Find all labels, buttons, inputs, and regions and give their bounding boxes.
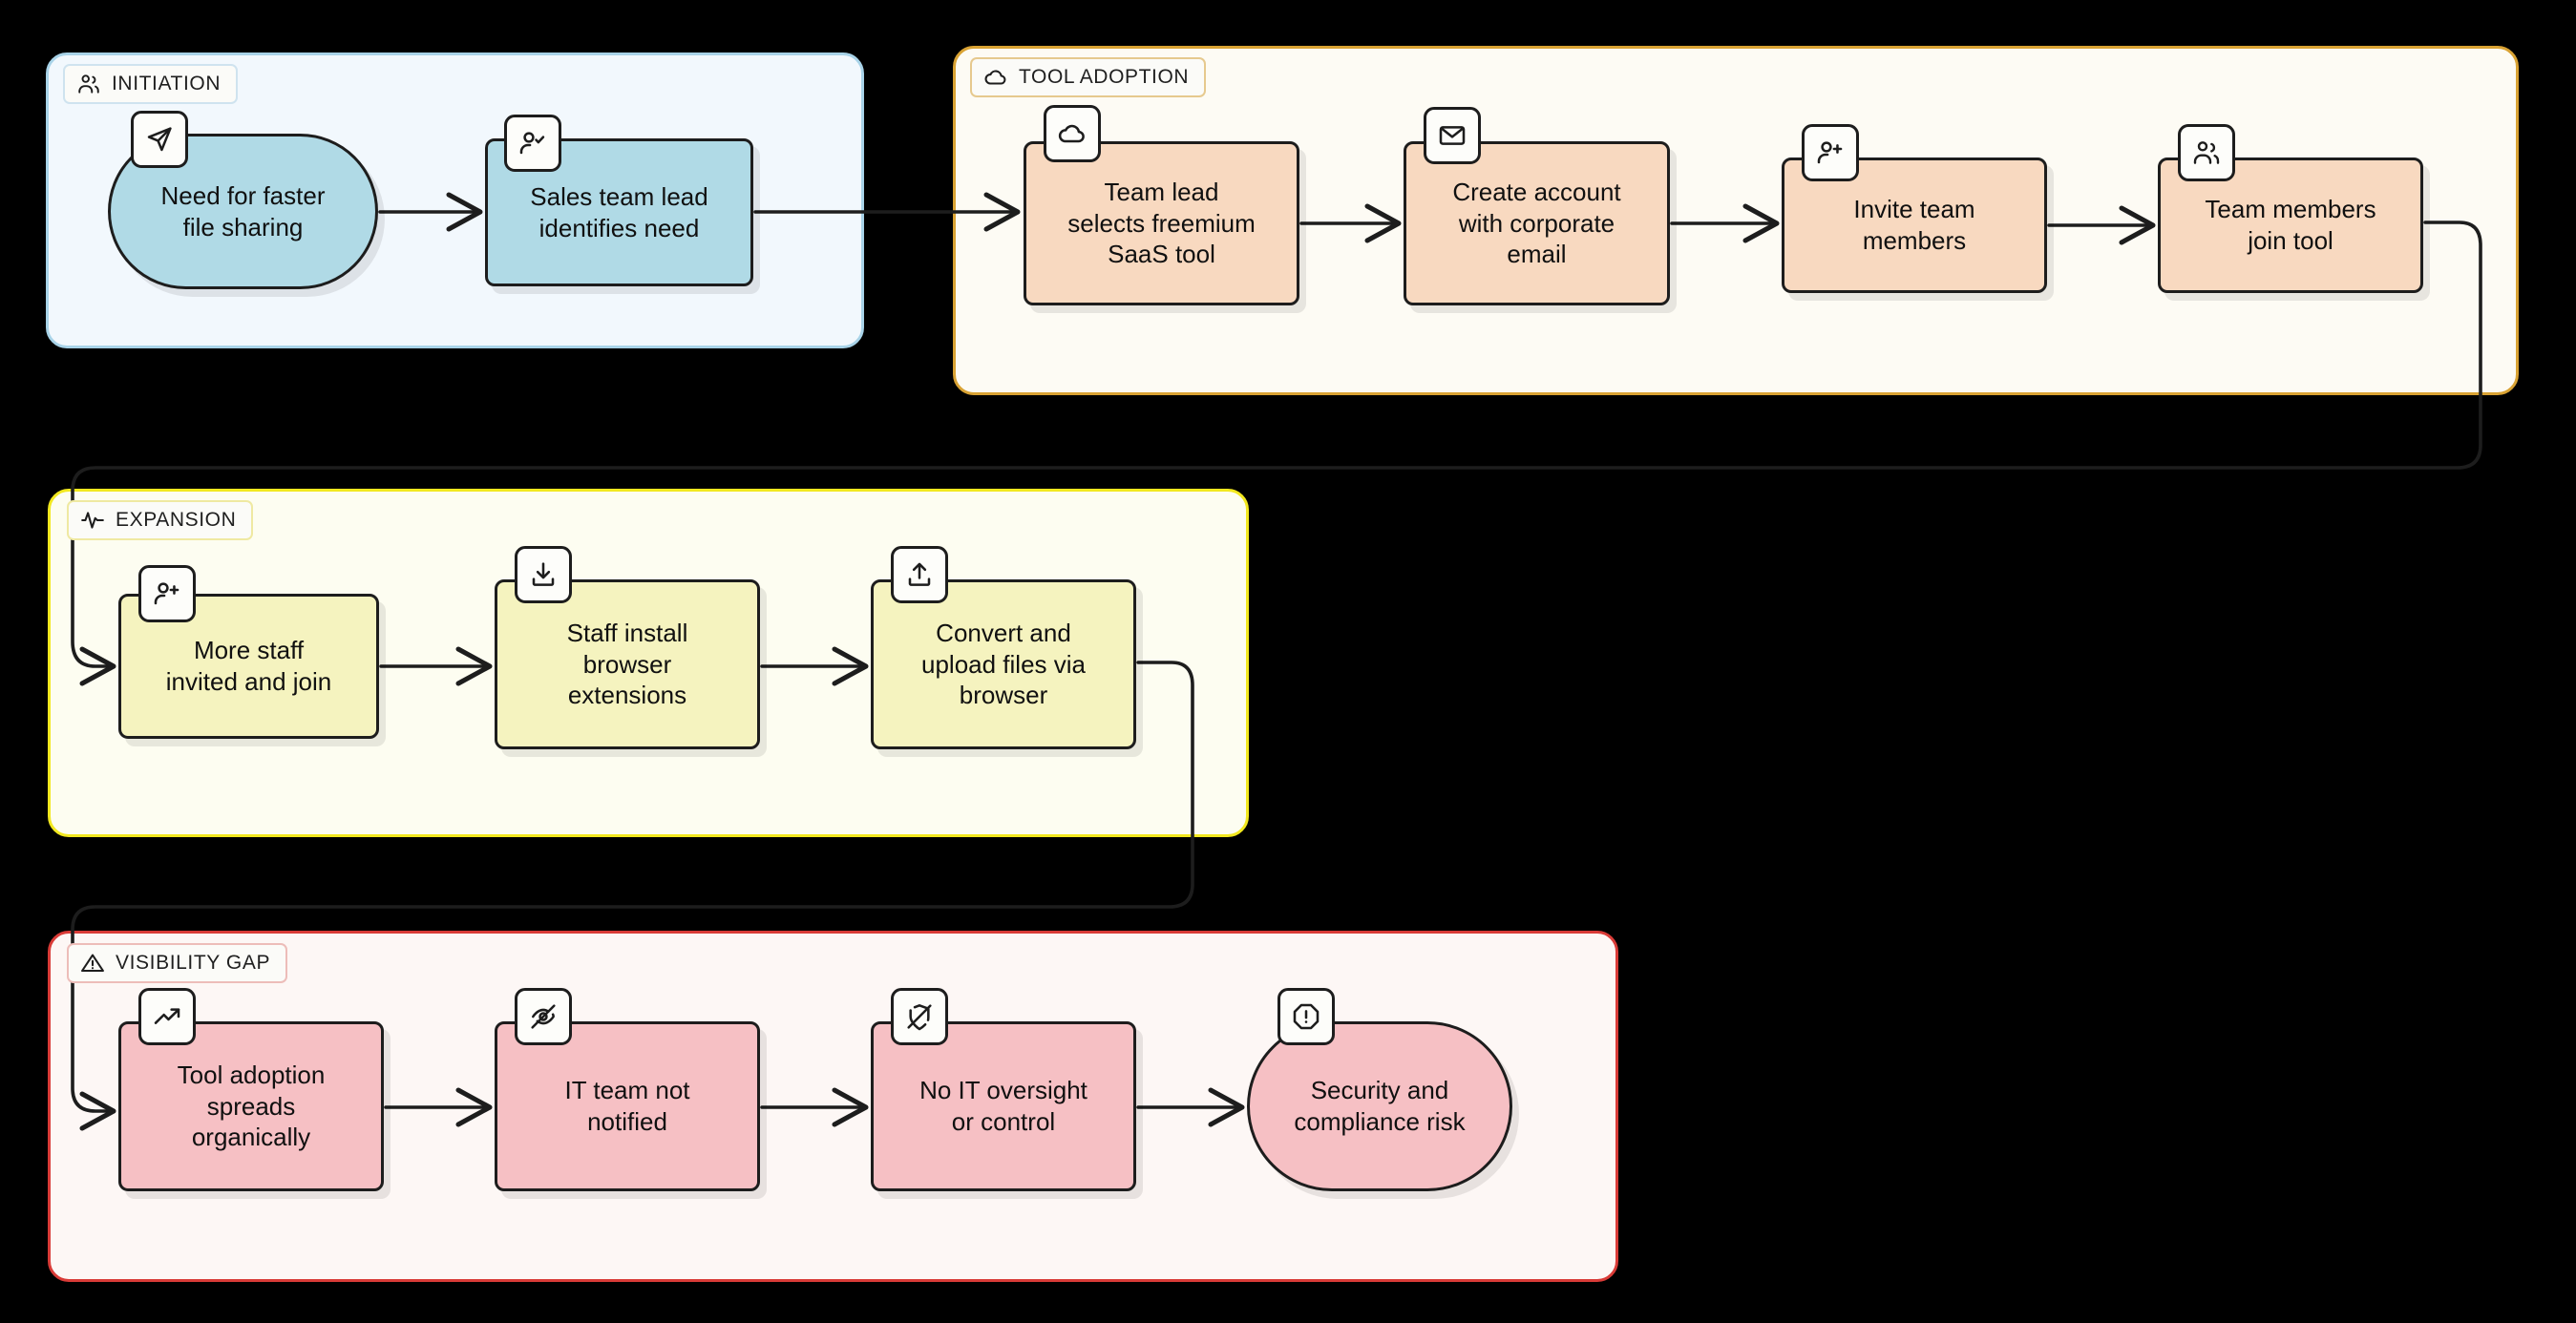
group-label-text: VISIBILITY GAP: [116, 952, 271, 974]
group-label-expansion: EXPANSION: [67, 500, 254, 540]
alert-octagon-icon: [1277, 988, 1335, 1045]
group-label-initiation: INITIATION: [63, 64, 239, 104]
trending-up-icon: [138, 988, 196, 1045]
eye-off-icon: [515, 988, 572, 1045]
download-icon: [515, 546, 572, 603]
group-label-visibility-gap: VISIBILITY GAP: [67, 943, 288, 983]
cloud-icon: [983, 65, 1008, 90]
users-icon: [76, 72, 101, 96]
group-label-tool-adoption: TOOL ADOPTION: [970, 57, 1207, 97]
mail-icon: [1424, 107, 1481, 164]
users-icon: [2178, 124, 2235, 181]
group-label-text: INITIATION: [112, 73, 222, 94]
activity-icon: [80, 508, 105, 533]
send-icon: [131, 111, 188, 168]
user-plus-icon: [1802, 124, 1859, 181]
user-plus-icon: [138, 565, 196, 622]
upload-icon: [891, 546, 948, 603]
group-label-text: TOOL ADOPTION: [1019, 66, 1190, 88]
cloud-icon: [1044, 105, 1101, 162]
shield-off-icon: [891, 988, 948, 1045]
group-label-text: EXPANSION: [116, 509, 237, 531]
alert-triangle-icon: [80, 951, 105, 976]
user-check-icon: [504, 115, 561, 172]
